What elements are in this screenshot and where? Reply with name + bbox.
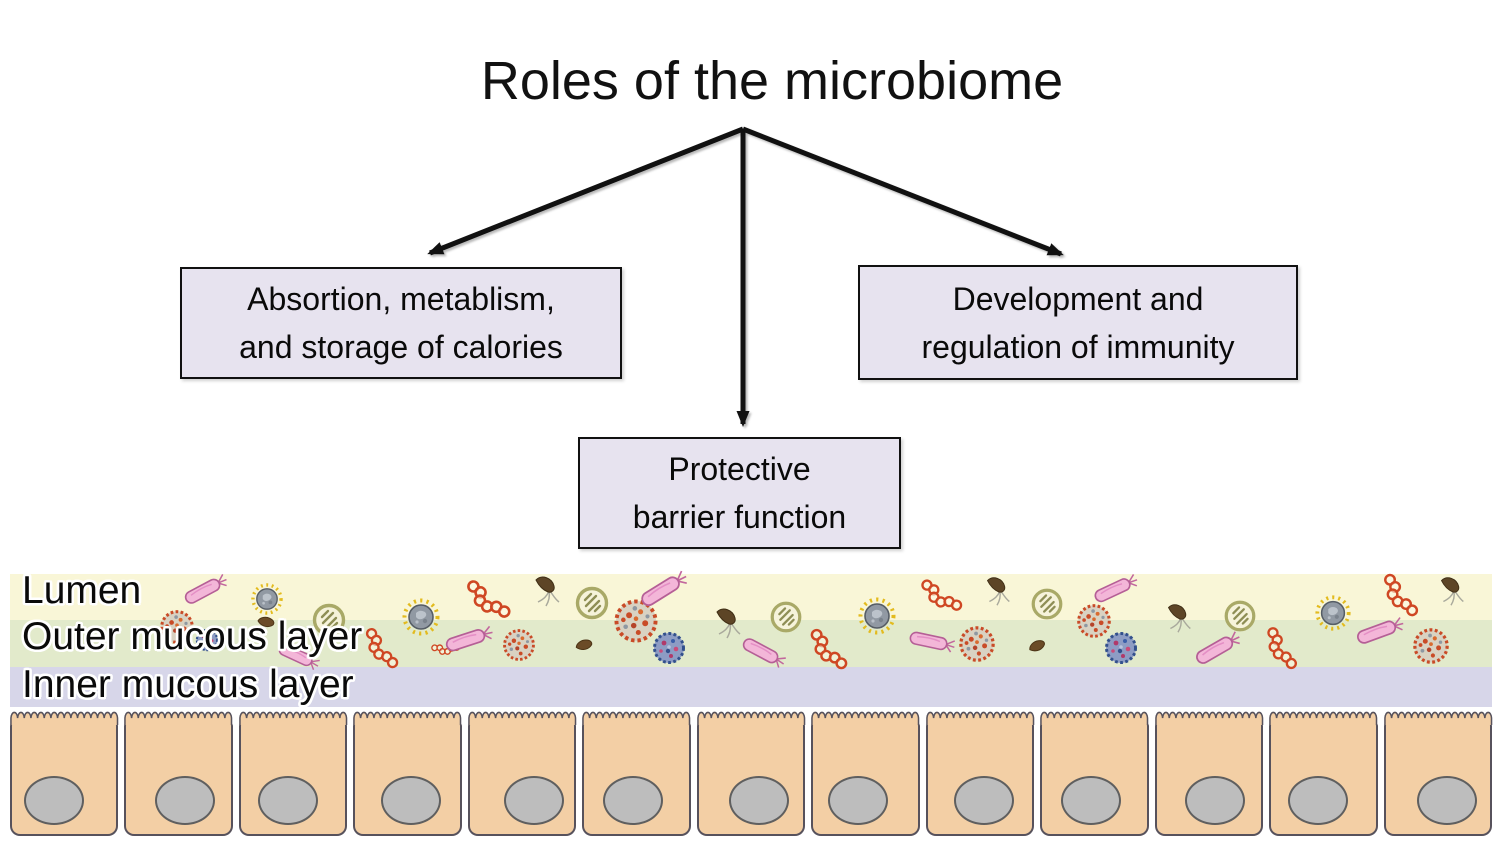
epithelial-cell <box>1040 711 1149 836</box>
box-absorption-line1: Absortion, metablism, <box>247 281 555 317</box>
cell-nucleus <box>827 776 888 825</box>
cell-nucleus <box>1061 776 1122 825</box>
epithelial-cell <box>1383 711 1493 836</box>
microvilli-border <box>468 711 577 725</box>
inner-mucous-band <box>10 667 1492 707</box>
label-outer-mucous-layer: Outer mucous layer <box>22 615 363 658</box>
epithelial-cell <box>238 711 348 836</box>
diagram-title: Roles of the microbiome <box>480 51 1064 111</box>
label-inner-mucous-layer: Inner mucous layer <box>22 663 354 706</box>
epithelial-cell <box>811 711 920 836</box>
epithelial-cell <box>696 711 806 836</box>
box-absorption-line2: and storage of calories <box>239 329 563 365</box>
cell-nucleus <box>504 776 565 825</box>
box-barrier-line2: barrier function <box>632 499 847 535</box>
epithelial-cell <box>10 711 119 836</box>
microvilli-border <box>811 711 920 725</box>
box-barrier-line1: Protective <box>668 451 811 487</box>
arrow-to-immunity <box>742 126 1064 257</box>
cell-nucleus <box>1288 776 1349 825</box>
microvilli-border <box>1269 711 1378 725</box>
cell-nucleus <box>1416 776 1477 825</box>
epithelial-cell <box>353 711 462 836</box>
epithelial-cell <box>1154 711 1264 836</box>
microvilli-border <box>925 711 1035 725</box>
microvilli-border <box>124 711 233 725</box>
box-immunity-line2: regulation of immunity <box>921 328 1235 365</box>
epithelial-cell <box>925 711 1035 836</box>
microvilli-border <box>1040 711 1149 725</box>
epithelial-cell <box>124 711 233 836</box>
microvilli-border <box>697 711 806 725</box>
microvilli-border <box>582 711 691 725</box>
cell-nucleus <box>154 776 215 825</box>
cell-nucleus <box>258 776 319 825</box>
microvilli-border <box>239 711 348 725</box>
epithelial-cell <box>467 711 577 836</box>
cell-nucleus <box>602 776 663 825</box>
cell-nucleus <box>953 776 1014 825</box>
arrow-to-absorption <box>427 126 744 256</box>
box-immunity-line1: Development and <box>952 280 1204 317</box>
cell-nucleus <box>729 776 790 825</box>
microvilli-border <box>10 711 119 725</box>
cell-nucleus <box>24 776 85 825</box>
epithelial-cell <box>582 711 691 836</box>
epithelial-cell-row <box>10 710 1493 836</box>
label-lumen: Lumen <box>22 569 142 612</box>
microvilli-border <box>353 711 462 725</box>
microvilli-border <box>1154 711 1263 725</box>
box-barrier: Protective barrier function <box>578 437 901 549</box>
microvilli-border <box>1383 711 1492 725</box>
cell-nucleus <box>380 776 441 825</box>
lumen-band <box>10 574 1492 620</box>
box-absorption: Absortion, metablism, and storage of cal… <box>180 267 622 379</box>
box-immunity: Development and regulation of immunity <box>858 265 1298 380</box>
cell-nucleus <box>1184 776 1245 825</box>
epithelial-cell <box>1269 711 1378 836</box>
